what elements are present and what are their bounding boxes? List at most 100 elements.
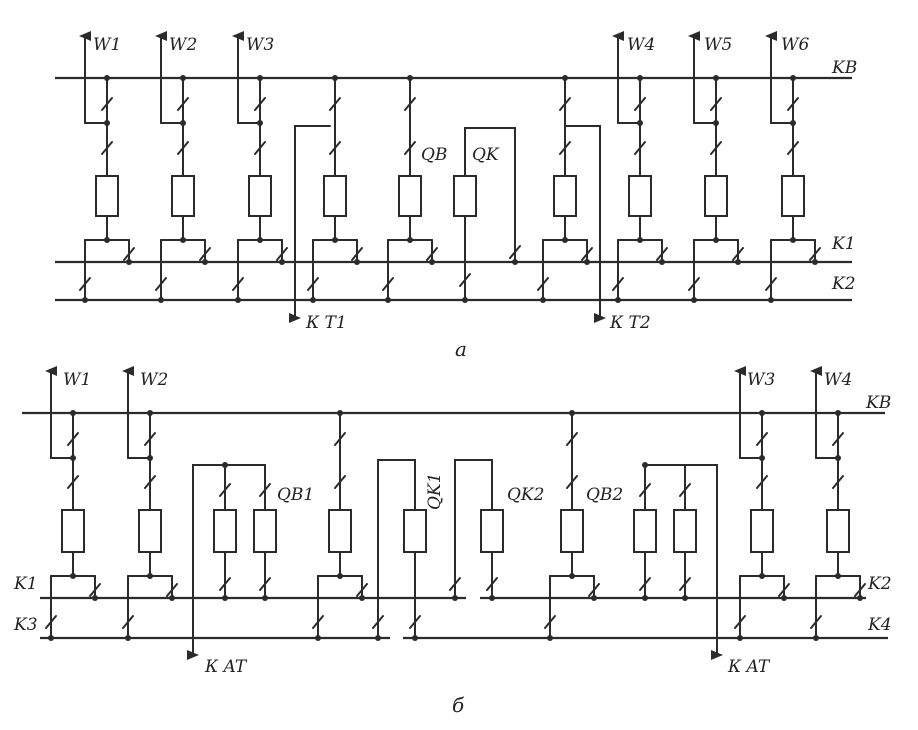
circuit-breaker (781, 175, 805, 217)
junction-dot (768, 297, 774, 303)
disconnector-mark (89, 583, 101, 597)
disconnector-mark (832, 432, 844, 446)
junction-dot (126, 259, 132, 265)
circuit-breaker (633, 509, 657, 553)
disconnector-mark (854, 583, 866, 597)
circuit-breaker (553, 175, 577, 217)
junction-dot (104, 120, 110, 126)
junction-dot (429, 259, 435, 265)
diagram-b: W1 W2 W3 W4 KB K1 K2 K3 K4 QB1 QK1 QK2 Q… (13, 366, 892, 717)
disconnector-mark (177, 141, 189, 155)
disconnector-mark (459, 273, 471, 287)
junction-dot (591, 595, 597, 601)
junction-dot (385, 297, 391, 303)
disconnector-mark (79, 277, 91, 291)
disconnector-mark (166, 583, 178, 597)
breaker-label-qb1: QB1 (277, 485, 314, 505)
junction-dot (615, 297, 621, 303)
circuit-breaker (328, 509, 352, 553)
tap-label-at2: К AT (727, 657, 771, 677)
disconnector-mark (612, 277, 624, 291)
circuit-breaker (628, 175, 652, 217)
bus-label-k1-a: K1 (831, 234, 856, 254)
disconnector-mark (566, 432, 578, 446)
disconnector-mark (232, 277, 244, 291)
circuit-breaker (673, 509, 697, 553)
caption-a: а (455, 337, 467, 361)
junction-dot (354, 259, 360, 265)
line-label-w2: W2 (169, 35, 197, 55)
disconnector-mark (67, 432, 79, 446)
disconnector-mark (101, 141, 113, 155)
disconnector-mark (307, 277, 319, 291)
disconnector-mark (710, 141, 722, 155)
line-label-w4: W4 (627, 35, 655, 55)
disconnector-mark (177, 97, 189, 111)
circuit-breaker (61, 509, 85, 553)
disconnector-mark (688, 277, 700, 291)
disconnector-mark (67, 475, 79, 489)
circuit-breaker (213, 509, 237, 553)
junction-dot (92, 595, 98, 601)
junction-dot (737, 635, 743, 641)
disconnector-mark (588, 583, 600, 597)
circuit-breaker (398, 175, 422, 217)
qk-frame (464, 127, 516, 263)
circuit-breaker (750, 509, 774, 553)
disconnector-mark (329, 141, 341, 155)
disconnector-mark (155, 277, 167, 291)
disconnector-mark (559, 97, 571, 111)
circuit-breaker (248, 175, 272, 217)
bus-label-k1-b: K1 (13, 574, 38, 594)
disconnector-mark (351, 247, 363, 261)
disconnector-mark (404, 97, 416, 111)
junction-dot (790, 120, 796, 126)
junction-dot (713, 120, 719, 126)
bays-b (45, 366, 866, 641)
breaker-label-qk1: QK1 (425, 473, 445, 510)
junction-dot (82, 297, 88, 303)
disconnector-mark (537, 277, 549, 291)
diagram-a: W1 W2 W3 W4 W5 W6 KB K1 K2 QB QK К T1 К … (55, 31, 857, 361)
bus-label-k2-a: K2 (831, 274, 856, 294)
junction-dot (659, 259, 665, 265)
circuit-breaker (95, 175, 119, 217)
disconnector-mark (45, 615, 57, 629)
junction-dot (691, 297, 697, 303)
disconnector-mark (787, 97, 799, 111)
junction-dot (547, 635, 553, 641)
disconnector-mark (122, 615, 134, 629)
caption-b: б (452, 693, 465, 717)
circuit-breaker (453, 175, 477, 217)
junction-dot (169, 595, 175, 601)
junction-dot (202, 259, 208, 265)
line-label-w1: W1 (93, 35, 121, 55)
tap-label-t1: К T1 (305, 313, 347, 333)
circuit-breaker (403, 509, 427, 553)
junction-dot (812, 259, 818, 265)
circuit-breaker (171, 175, 195, 217)
line-label-w2-b: W2 (140, 370, 168, 390)
disconnector-mark (254, 141, 266, 155)
circuit-breaker (704, 175, 728, 217)
junction-dot (359, 595, 365, 601)
disconnector-mark (329, 97, 341, 111)
bus-label-k3-b: K3 (13, 615, 38, 635)
disconnector-mark (426, 247, 438, 261)
tap-label-t2: К T2 (609, 313, 651, 333)
qk2-frame (454, 459, 493, 599)
disconnector-mark (334, 475, 346, 489)
bus-label-k4-b: K4 (867, 615, 892, 635)
circuit-breaker (560, 509, 584, 553)
disconnector-mark (382, 277, 394, 291)
disconnector-mark (144, 432, 156, 446)
tap-t1-wire (289, 125, 331, 323)
junction-dot (147, 455, 153, 461)
line-label-w1-b: W1 (63, 370, 91, 390)
disconnector-mark (199, 247, 211, 261)
junction-dot (315, 635, 321, 641)
disconnector-mark (404, 141, 416, 155)
disconnector-mark (544, 615, 556, 629)
disconnector-mark (123, 247, 135, 261)
circuit-breaker (253, 509, 277, 553)
